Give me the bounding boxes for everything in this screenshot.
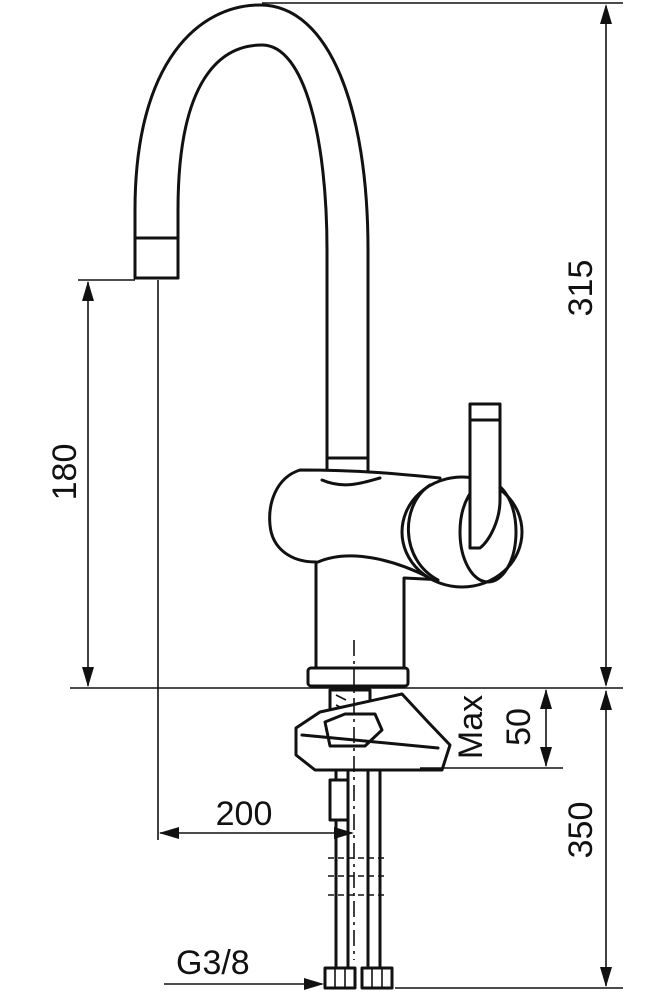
base-ring bbox=[306, 666, 410, 688]
thread-label: G3/8 bbox=[176, 944, 250, 982]
dimension-200-label: 200 bbox=[216, 795, 273, 833]
dimension-max-prefix: Max bbox=[452, 695, 490, 759]
dimension-315: 315 bbox=[562, 4, 612, 687]
lever-handle bbox=[468, 402, 502, 550]
dimension-350: 350 bbox=[562, 690, 612, 987]
cartridge-front bbox=[407, 483, 440, 582]
bracket-nut bbox=[323, 712, 384, 748]
dimension-50-label: 50 bbox=[500, 708, 538, 746]
mixer-body-top-curve bbox=[320, 476, 382, 487]
dimension-200: 200 bbox=[159, 795, 354, 839]
mixer-body bbox=[268, 468, 447, 670]
hose-nut-left bbox=[323, 966, 357, 990]
extension-lines bbox=[70, 2, 623, 989]
dimension-350-label: 350 bbox=[562, 802, 600, 859]
dimension-180: 180 bbox=[46, 281, 94, 687]
dimension-315-label: 315 bbox=[562, 260, 600, 317]
thread-callout: G3/8 bbox=[164, 944, 324, 990]
dimension-max-50: Max 50 bbox=[452, 689, 552, 767]
faucet-outline bbox=[133, 3, 524, 990]
mounting-bracket bbox=[294, 692, 452, 772]
spout-inner bbox=[176, 43, 329, 472]
hose-nut-right bbox=[360, 966, 394, 990]
spout-outer bbox=[133, 3, 370, 472]
mixer-body-curve bbox=[316, 554, 432, 580]
supply-hoses bbox=[328, 768, 386, 970]
dimension-180-label: 180 bbox=[46, 444, 84, 501]
